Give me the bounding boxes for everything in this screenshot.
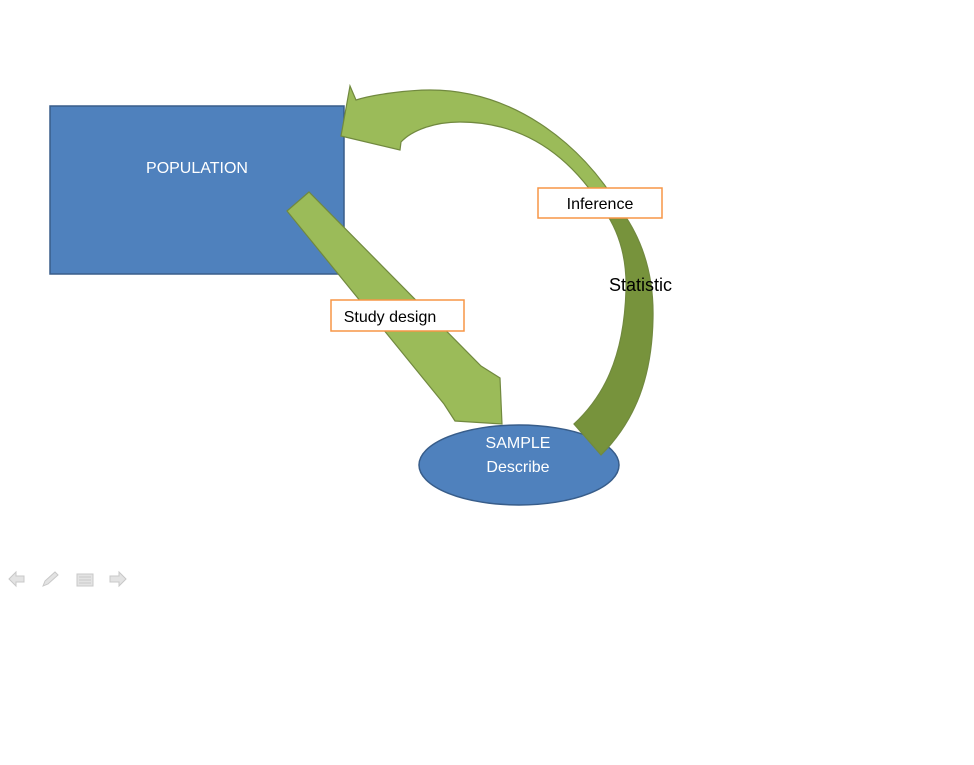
statistic-label: Statistic [609, 275, 672, 295]
study-design-label: Study design [344, 309, 437, 326]
sample-label: SAMPLE [486, 435, 551, 452]
describe-label: Describe [486, 459, 549, 476]
statistic-arrow-lower [573, 209, 654, 456]
pen-icon[interactable] [40, 570, 60, 588]
inference-arrow-upper [340, 83, 623, 211]
arrow-left-icon[interactable] [6, 570, 26, 588]
study-design-label-box [330, 299, 465, 332]
inference-label-box [537, 187, 663, 219]
arrow-right-icon[interactable] [106, 570, 128, 588]
slideshow-controls [6, 570, 128, 588]
sample-ellipse [418, 424, 620, 506]
population-box [49, 105, 345, 275]
inference-label: Inference [567, 196, 634, 213]
population-label: POPULATION [146, 160, 248, 177]
menu-icon[interactable] [74, 570, 96, 588]
